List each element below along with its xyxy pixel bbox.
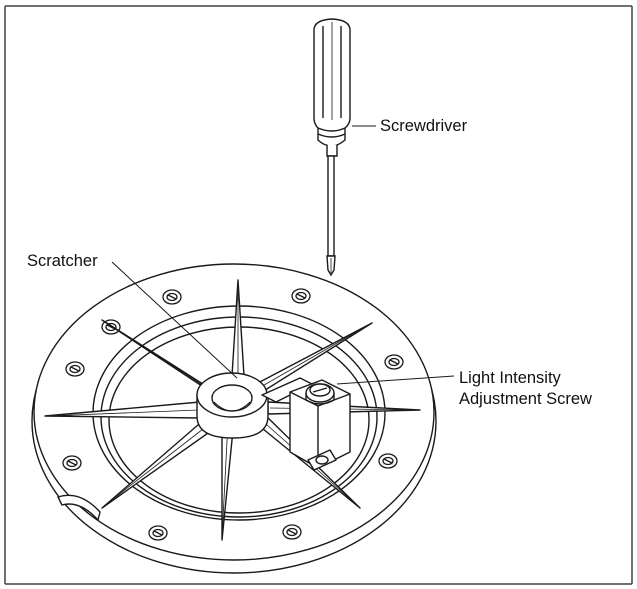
light-intensity-leader [336,375,455,385]
screw-head [378,453,398,469]
scratcher-label: Scratcher [27,252,98,270]
screw-head [384,354,404,370]
flange-notch [57,494,101,522]
screwdriver [313,18,351,277]
light-sensor-block [261,377,351,471]
diagram-border [4,5,633,585]
mounting-screws [62,288,404,541]
scratcher-leader [111,261,238,379]
screwdriver-label: Screwdriver [380,117,468,135]
screw-head [65,361,85,377]
light-intensity-label-line2: Adjustment Screw [459,390,592,408]
screw-head [148,525,168,541]
leader-lines [111,125,455,385]
light-intensity-label-line1: Light Intensity [459,369,561,387]
screw-head [62,455,82,471]
screw-head [291,288,311,304]
screw-head [282,524,302,540]
screw-head [162,289,182,305]
center-hub [196,372,269,439]
